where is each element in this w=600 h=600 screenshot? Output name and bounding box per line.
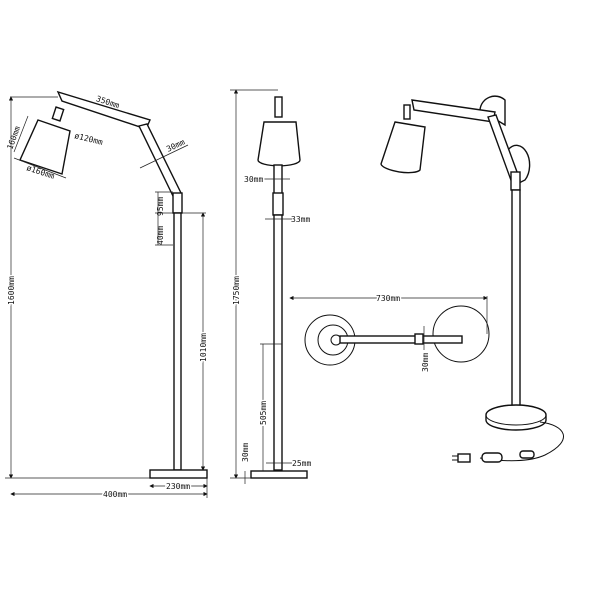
top-arm bbox=[339, 335, 463, 344]
front-arm-width-label: 30mm bbox=[244, 175, 263, 184]
front-shade bbox=[257, 121, 301, 167]
front-view: 1750mm 30mm 33mm 505mm 30mm 25mm bbox=[230, 89, 311, 484]
top-arm-width-label: 30mm bbox=[421, 353, 430, 372]
persp-cable-coil bbox=[481, 452, 503, 463]
front-base bbox=[250, 470, 308, 479]
persp-base bbox=[485, 404, 547, 431]
side-shade-connector bbox=[51, 106, 65, 122]
front-base-height-label: 30mm bbox=[241, 443, 250, 462]
side-view: 350mm ø120mm 160mm ø160mm 30mm 95mm 40mm… bbox=[5, 90, 210, 501]
side-base bbox=[149, 469, 208, 479]
top-view: 730mm 30mm bbox=[289, 293, 490, 372]
persp-wall-plate bbox=[479, 95, 506, 127]
top-base bbox=[432, 305, 490, 363]
front-joint-width-label: 33mm bbox=[291, 215, 310, 224]
side-pole bbox=[173, 212, 182, 471]
persp-switch bbox=[519, 450, 535, 459]
side-shade-top-label: ø120mm bbox=[74, 131, 104, 147]
side-joint-height-label: 95mm bbox=[156, 197, 165, 216]
side-lower-arm bbox=[137, 123, 182, 197]
side-pole-height-label: 1010mm bbox=[199, 333, 208, 362]
persp-shade-connector bbox=[403, 104, 411, 120]
perspective-view bbox=[380, 95, 564, 463]
side-joint bbox=[172, 192, 183, 214]
top-joint bbox=[414, 333, 424, 345]
persp-pole bbox=[511, 189, 521, 413]
top-length-label: 730mm bbox=[376, 294, 400, 303]
side-base-width-label: 230mm bbox=[166, 482, 190, 491]
persp-joint bbox=[510, 171, 521, 191]
front-joint bbox=[272, 192, 284, 216]
persp-shade bbox=[380, 121, 426, 174]
front-lower-pole-label: 505mm bbox=[259, 401, 268, 425]
persp-plug bbox=[457, 453, 471, 463]
front-top-joint bbox=[274, 96, 283, 118]
side-arm-width-label: 30mm bbox=[165, 137, 186, 153]
persp-base-top bbox=[485, 404, 547, 426]
side-total-width-label: 400mm bbox=[103, 490, 127, 499]
side-shade bbox=[19, 119, 71, 175]
front-total-height-label: 1750mm bbox=[232, 276, 241, 305]
side-total-height-label: 1600mm bbox=[7, 276, 16, 305]
front-pole-width-label: 25mm bbox=[292, 459, 311, 468]
side-joint-offset-label: 40mm bbox=[156, 226, 165, 245]
front-pole bbox=[273, 214, 283, 471]
